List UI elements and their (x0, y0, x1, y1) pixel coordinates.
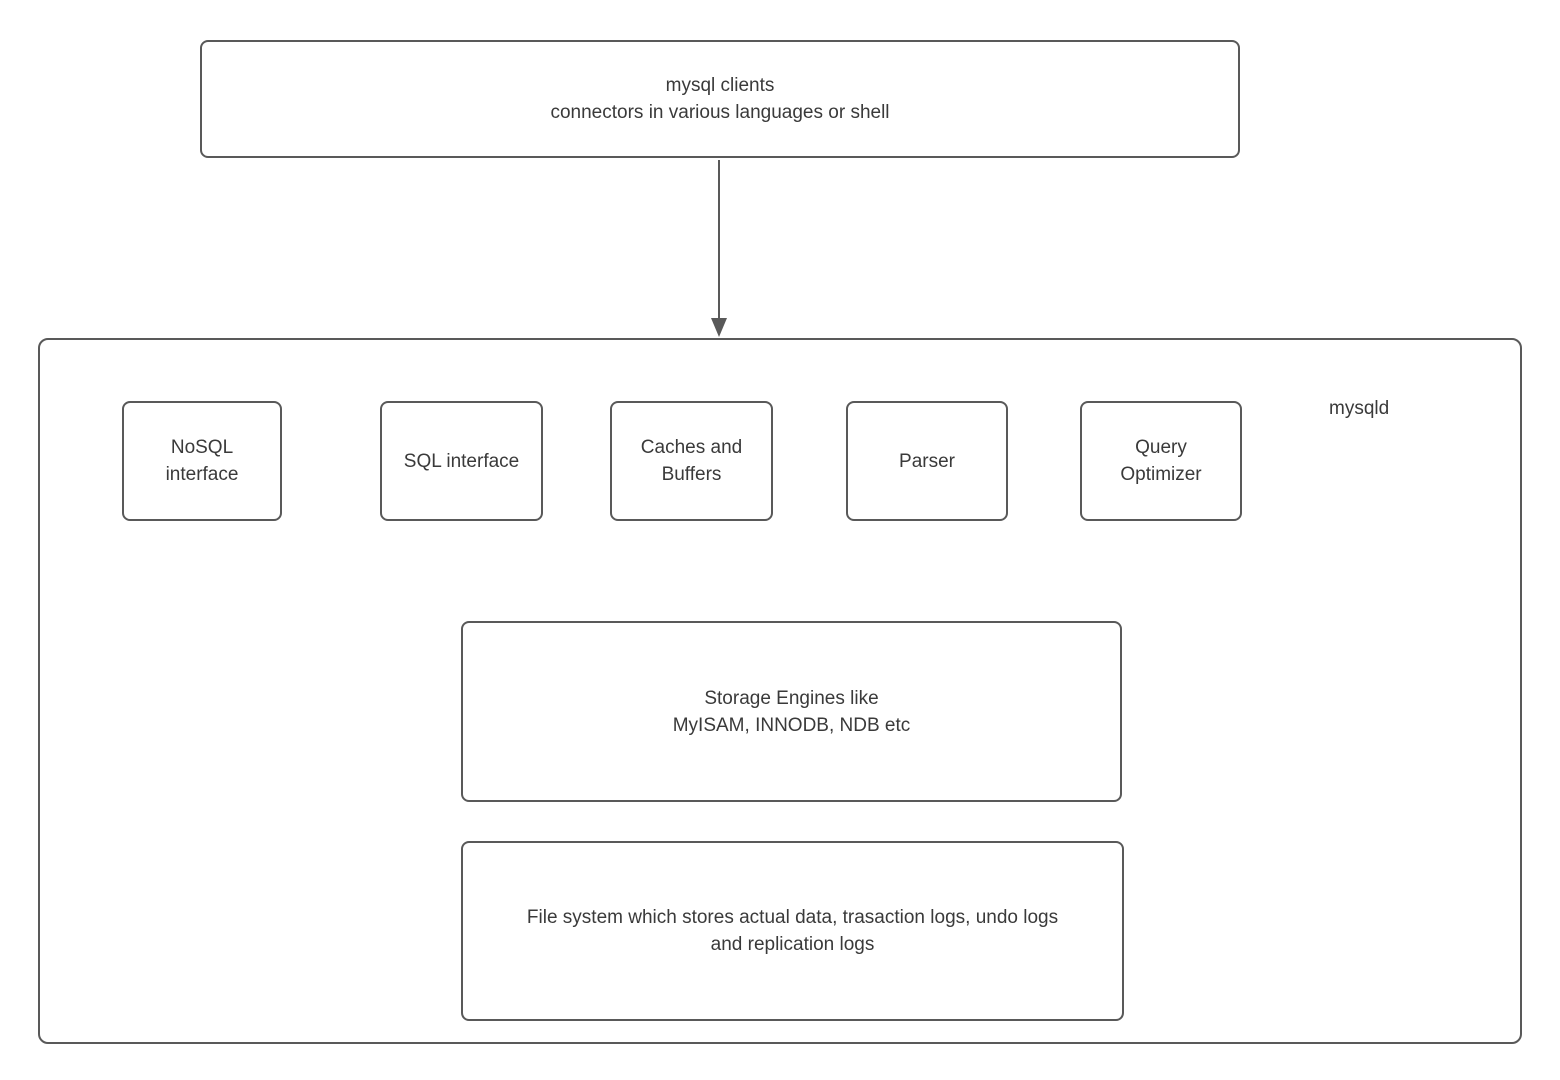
storage-engines-line2: MyISAM, INNODB, NDB etc (672, 714, 911, 736)
component-sql-interface: SQL interface (380, 401, 543, 521)
mysqld-container: mysqld NoSQL interface SQL interface Cac… (38, 338, 1522, 1044)
component-caches-and-buffers: Caches and Buffers (610, 401, 773, 521)
file-system-line2: and replication logs (710, 934, 875, 955)
component-nosql-interface: NoSQL interface (122, 401, 282, 521)
component-label: Query Optimizer (1120, 437, 1202, 485)
mysqld-label: mysqld (1329, 398, 1390, 419)
clients-box: mysql clients connectors in various lang… (200, 40, 1240, 158)
file-system-box: File system which stores actual data, tr… (461, 841, 1124, 1021)
component-query-optimizer: Query Optimizer (1080, 401, 1242, 521)
file-system-line1: File system which stores actual data, tr… (526, 907, 1059, 928)
down-arrow-icon (711, 318, 727, 337)
down-arrow-connector-line (718, 160, 720, 320)
storage-engines-line1: Storage Engines like (704, 687, 879, 709)
clients-box-line1: mysql clients (665, 75, 775, 96)
component-parser: Parser (846, 401, 1008, 521)
storage-engines-box: Storage Engines like MyISAM, INNODB, NDB… (461, 621, 1122, 802)
component-label: NoSQL interface (165, 437, 239, 485)
clients-box-line2: connectors in various languages or shell (550, 102, 890, 123)
component-label: SQL interface (403, 450, 520, 472)
component-label: Parser (899, 450, 955, 472)
component-label: Caches and Buffers (640, 437, 743, 485)
